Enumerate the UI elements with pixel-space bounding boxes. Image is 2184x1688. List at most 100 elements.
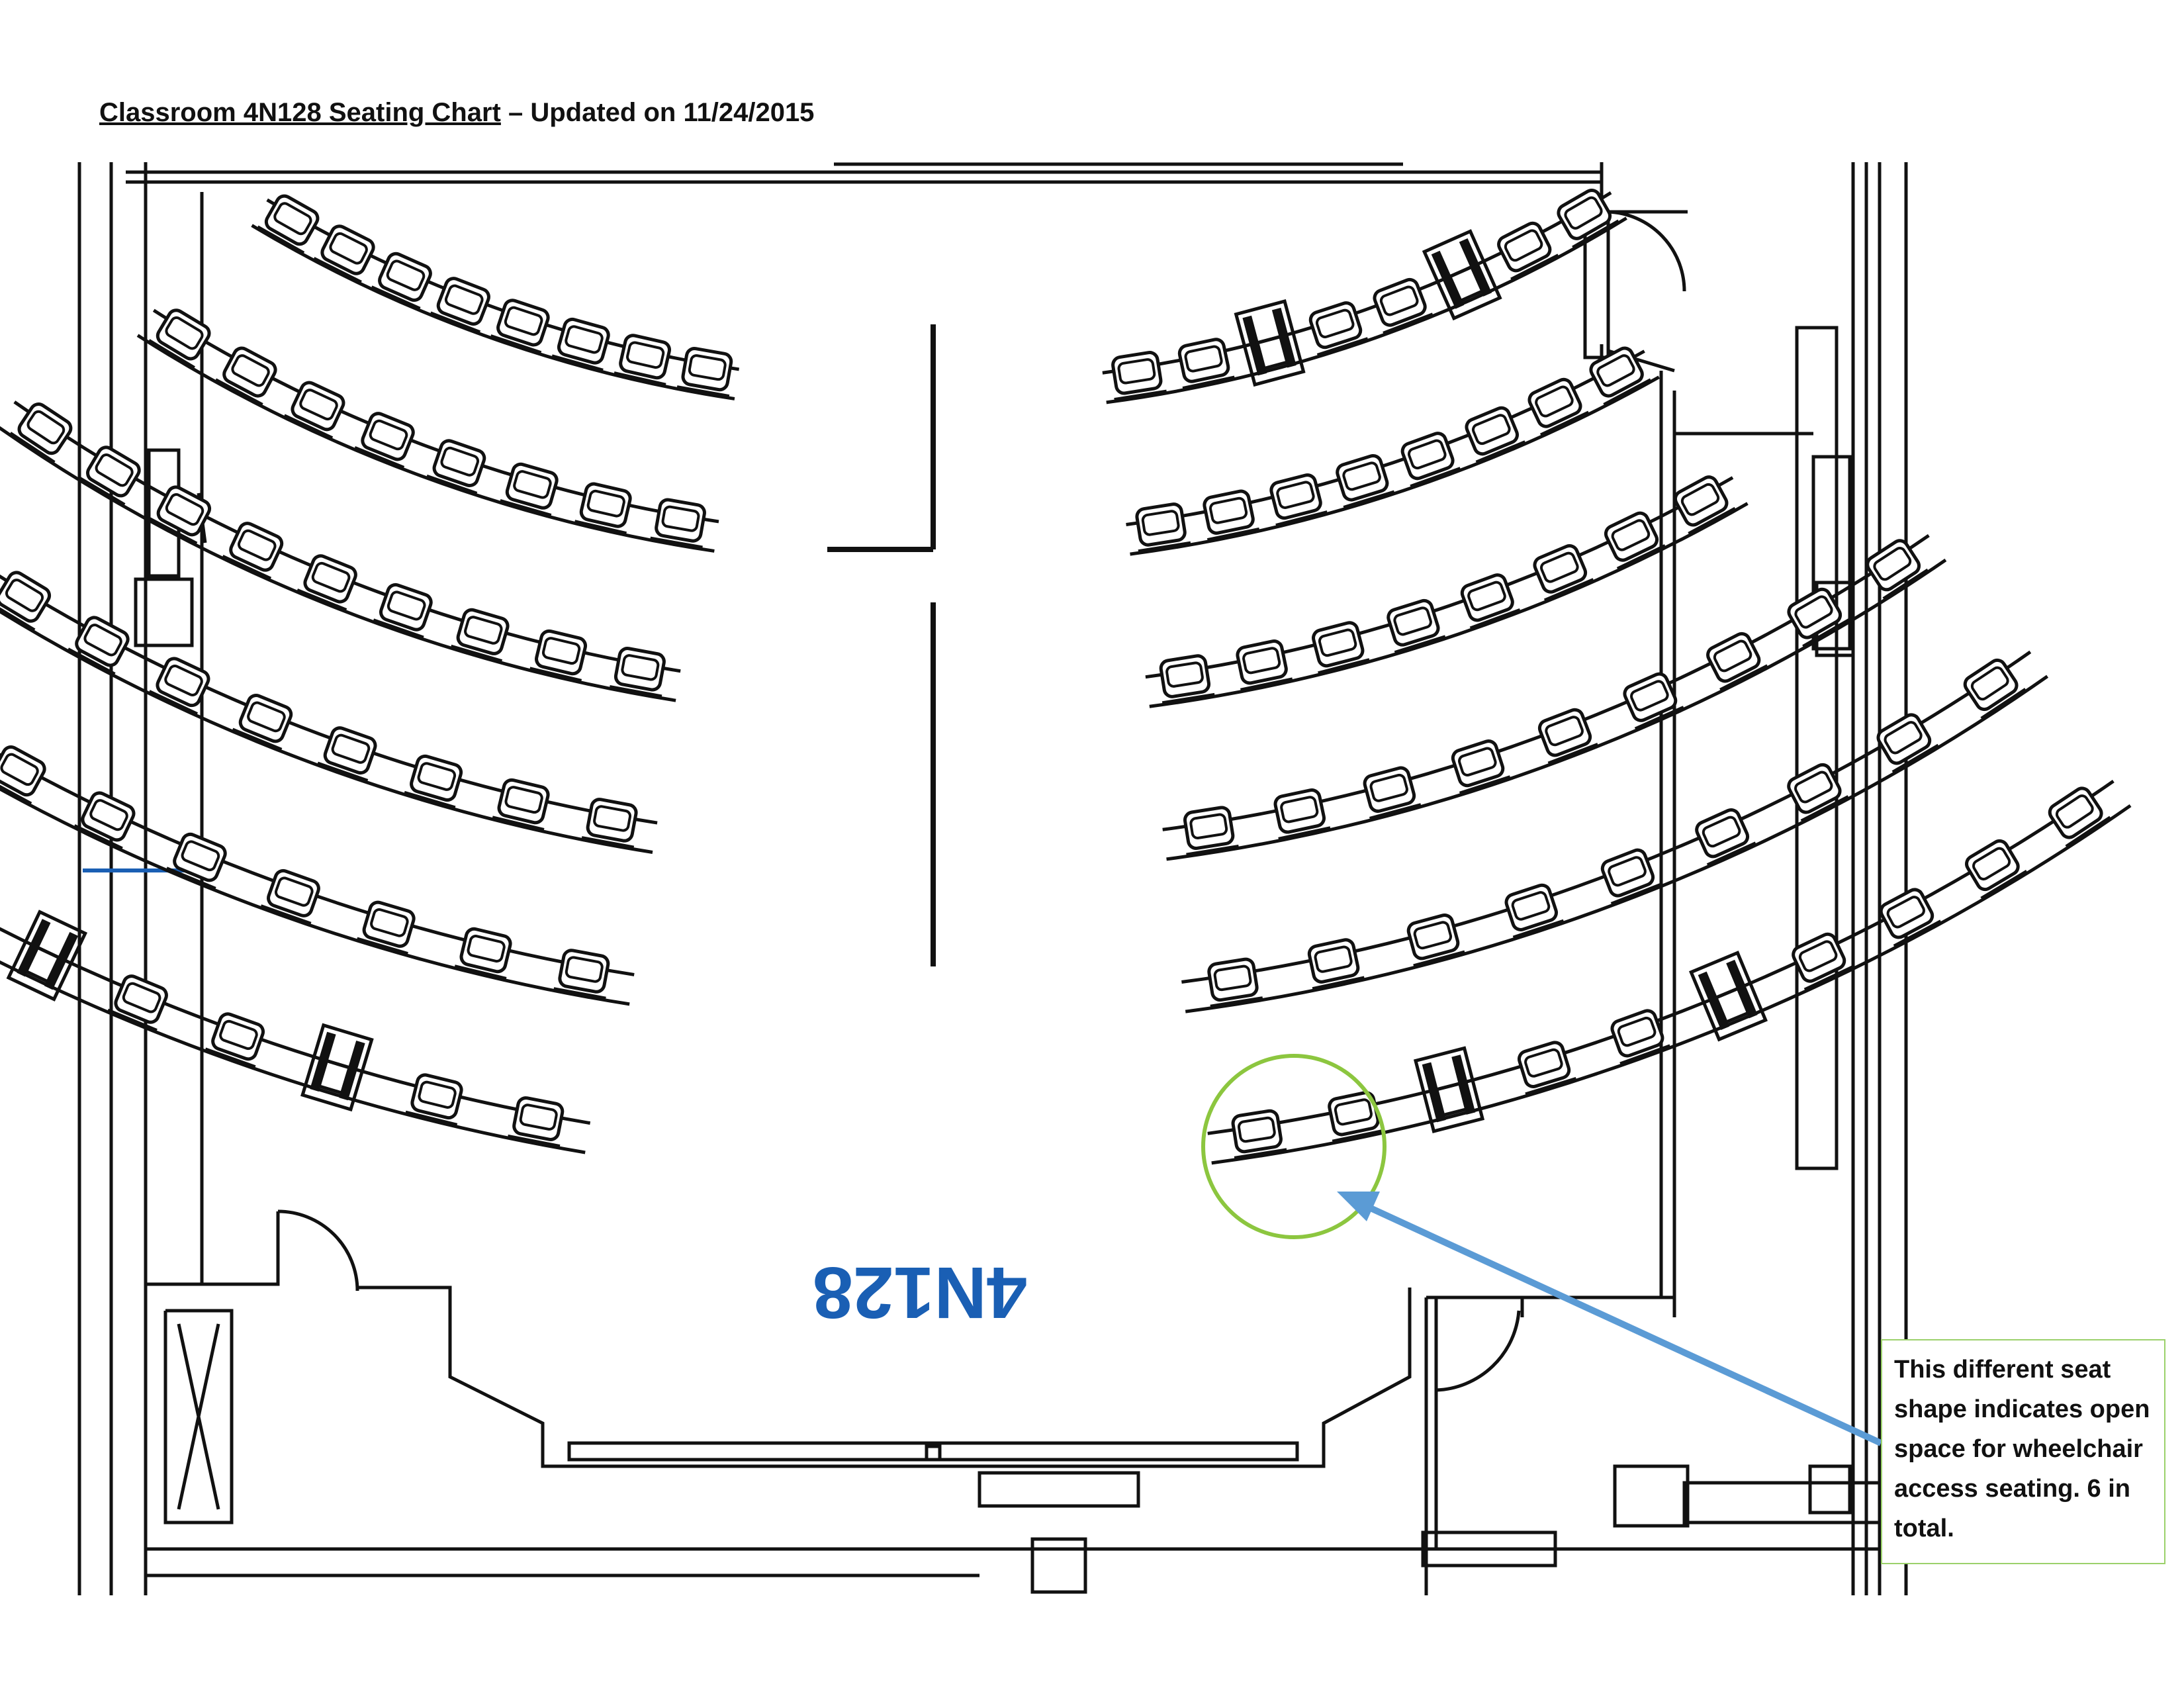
desk-arc	[136, 334, 715, 553]
seat	[1273, 788, 1331, 841]
seat	[317, 726, 377, 782]
desk-arc	[1149, 502, 1749, 708]
seat	[650, 498, 706, 549]
seat	[165, 832, 227, 890]
seat	[426, 439, 486, 495]
seat	[1504, 883, 1565, 939]
seat	[354, 412, 415, 469]
seat	[1623, 672, 1684, 731]
seat	[507, 1096, 565, 1148]
desk-arc	[266, 198, 740, 371]
seat	[454, 927, 512, 980]
seat	[1706, 632, 1768, 692]
seat	[1387, 598, 1446, 655]
seat	[1673, 475, 1737, 536]
seat	[0, 571, 52, 632]
wheelchair-space	[300, 1023, 374, 1112]
seat	[1537, 708, 1599, 765]
seat	[1312, 621, 1370, 675]
seat	[1207, 957, 1263, 1008]
seat	[1610, 1009, 1671, 1066]
seat	[1879, 888, 1942, 948]
wheelchair-space	[1422, 229, 1502, 321]
seat	[1557, 188, 1619, 249]
seat	[492, 778, 550, 831]
seat	[283, 381, 345, 440]
seat	[676, 347, 733, 398]
desk-arc	[0, 609, 653, 854]
seat	[1465, 406, 1526, 464]
seat	[500, 462, 559, 517]
seat	[614, 334, 671, 387]
wheelchair-space	[1234, 299, 1306, 387]
seat	[0, 745, 46, 806]
desk-arc	[0, 786, 630, 1006]
seat	[1111, 351, 1167, 402]
seat	[1336, 453, 1395, 509]
seat	[1400, 432, 1461, 489]
desk-arc	[1126, 350, 1645, 527]
seat	[1497, 221, 1559, 281]
seat	[148, 657, 210, 716]
seat	[1460, 573, 1521, 630]
seat	[148, 308, 211, 369]
seat	[1792, 932, 1854, 992]
seat	[67, 616, 130, 676]
wheelchair-space	[1688, 951, 1768, 1042]
seat	[581, 798, 638, 849]
seat	[1373, 277, 1433, 335]
desk-arc	[251, 224, 735, 400]
room-label: 4N128	[813, 1252, 1027, 1333]
seat	[1135, 502, 1191, 553]
seat	[405, 1073, 463, 1127]
desk-arc	[0, 960, 586, 1154]
seat	[1451, 739, 1511, 795]
center-aisle-dividers	[827, 324, 936, 966]
seat	[1307, 938, 1365, 991]
seat	[78, 445, 141, 506]
seat	[313, 224, 375, 284]
desk-arc	[1102, 191, 1612, 375]
seat	[149, 485, 212, 545]
seat	[1787, 587, 1850, 648]
seat	[1695, 808, 1756, 867]
wheelchair-space	[6, 910, 88, 1002]
seat	[107, 974, 168, 1032]
title-date: – Updated on 11/24/2015	[500, 98, 815, 127]
wheelchair-space	[1413, 1046, 1485, 1134]
seat	[1231, 1109, 1287, 1160]
seat	[1965, 839, 2028, 900]
seat	[2048, 786, 2111, 848]
desk-arc	[1130, 375, 1660, 556]
desk-arc	[0, 426, 676, 702]
seat	[1963, 658, 2026, 720]
desk-arc	[1166, 558, 1947, 861]
seat	[404, 754, 463, 810]
desk-arc	[1185, 675, 2049, 1013]
seat	[553, 949, 610, 1000]
seat	[1406, 913, 1465, 968]
desk-arc	[152, 308, 719, 524]
seat	[1328, 1091, 1385, 1143]
seat	[490, 299, 550, 355]
seat	[73, 791, 136, 851]
seat	[1177, 338, 1235, 391]
page-title: Classroom 4N128 Seating Chart – Updated …	[99, 98, 814, 128]
seat	[1533, 544, 1594, 602]
desk-arc	[1211, 804, 2132, 1165]
seat	[430, 277, 490, 334]
seat	[1363, 766, 1422, 820]
seat	[1203, 489, 1260, 542]
seat	[296, 554, 357, 612]
seat	[1517, 1041, 1577, 1096]
desk-arc	[1106, 216, 1627, 404]
seat	[551, 317, 610, 372]
seat	[1308, 301, 1369, 357]
seat	[257, 194, 320, 255]
seat	[1876, 713, 1940, 774]
seat	[9, 402, 73, 464]
seat	[1527, 377, 1590, 437]
seat	[373, 583, 433, 639]
seat	[214, 346, 277, 406]
seat	[1600, 848, 1662, 906]
